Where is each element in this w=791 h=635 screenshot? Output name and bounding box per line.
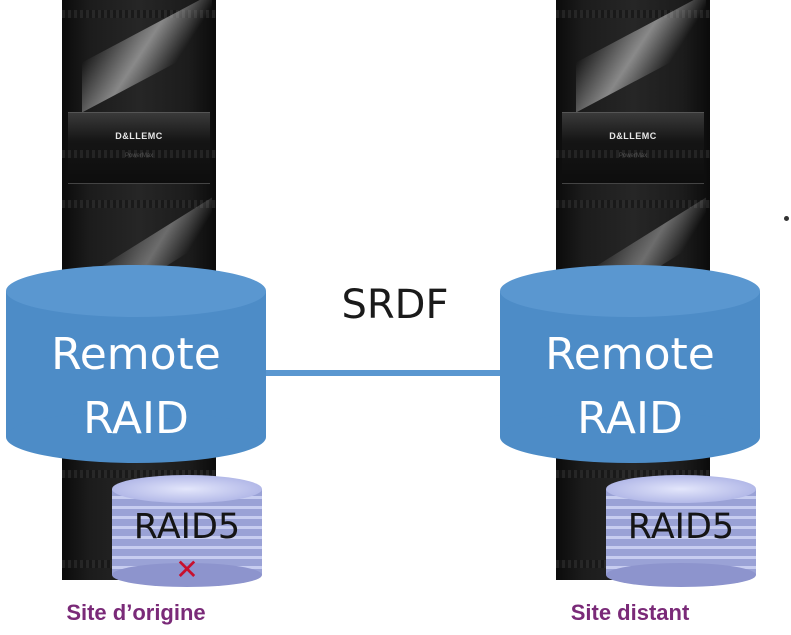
rack-brand-logo: D&LLEMC — [609, 131, 657, 141]
rack-vent — [556, 150, 710, 158]
replication-link-label: SRDF — [341, 282, 449, 328]
rack-vent — [62, 200, 216, 208]
volume-label-line2: RAID — [577, 393, 683, 444]
volume-label-line1: Remote — [545, 329, 715, 380]
rack-vent — [62, 10, 216, 18]
rack-vent — [556, 200, 710, 208]
rack-vent — [556, 470, 710, 478]
disk-label: RAID5 — [133, 507, 241, 547]
rack-brand-logo: D&LLEMC — [115, 131, 163, 141]
site-origin: D&LLEMC PowerMax Remote RAID RAID5 ✕ Sit… — [6, 0, 266, 635]
failure-x-icon: ✕ — [175, 553, 199, 586]
rack-vent — [556, 10, 710, 18]
replication-link — [266, 370, 500, 376]
remote-raid-volume: Remote RAID — [500, 265, 760, 465]
volume-label-line2: RAID — [83, 393, 189, 444]
remote-raid-volume: Remote RAID — [6, 265, 266, 465]
edge-marker — [784, 216, 789, 221]
volume-label-line1: Remote — [51, 329, 221, 380]
site-caption: Site d’origine — [66, 600, 206, 625]
rack-bezel: D&LLEMC PowerMax — [68, 112, 210, 184]
site-caption: Site distant — [570, 600, 690, 625]
raid5-disk-group: RAID5 ✕ — [112, 475, 262, 590]
raid5-disk-group: RAID5 — [606, 475, 756, 590]
rack-bezel: D&LLEMC PowerMax — [562, 112, 704, 184]
site-remote: D&LLEMC PowerMax Remote RAID RAID5 Site … — [500, 0, 760, 635]
disk-label: RAID5 — [627, 507, 735, 547]
rack-vent — [62, 150, 216, 158]
rack-vent — [62, 470, 216, 478]
